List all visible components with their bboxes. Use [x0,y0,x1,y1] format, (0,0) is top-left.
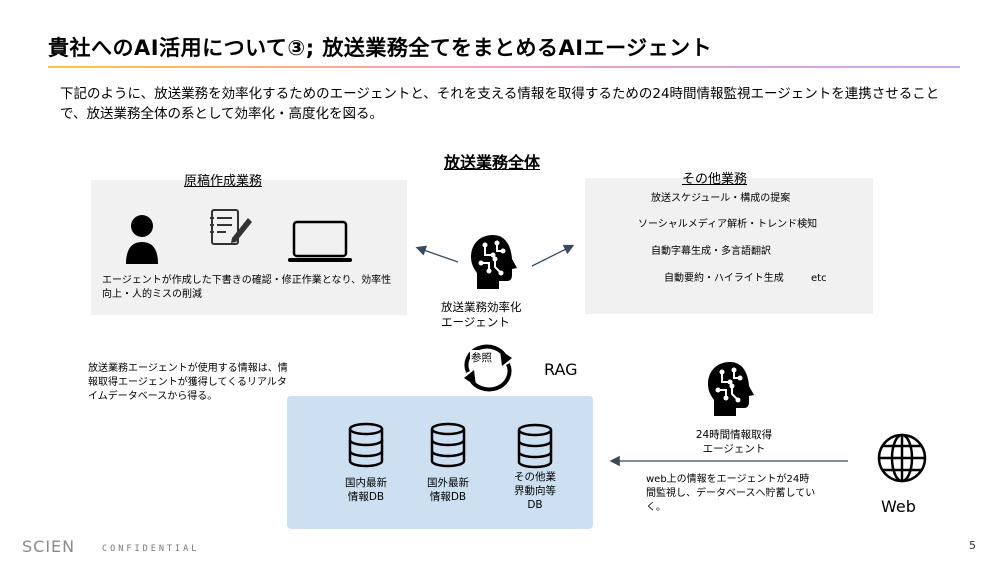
database-icon [348,422,384,468]
info-agent-label: エージェント [702,443,766,455]
database-label-domestic: 国内最新 情報DB [341,476,391,504]
other-task-item: ソーシャルメディア解析・トレンド検知 [638,219,818,230]
document-edit-icon [210,209,252,245]
intro-text: 下記のように、放送業務を効率化するためのエージェントと、それを支える情報を取得す… [60,86,940,122]
database-usage-note: 放送業務エージェントが使用する情報は、情報取得エージェントが獲得してくるリアルタ… [88,363,288,402]
database-label-line: 情報DB [429,491,467,503]
center-title: 放送業務全体 [444,153,541,172]
etc-label: etc [811,273,827,284]
info-agent-label: 24時間情報取得 [695,429,773,441]
reference-label: 参照 [470,350,493,365]
info-agent-note: web上の情報をエージェントが24時間監視し、データベースへ貯蓄していく。 [646,474,816,513]
title-divider [48,66,960,68]
page-number: 5 [969,539,976,552]
slide-title: 貴社へのAI活用について③; 放送業務全てをまとめるAIエージェント [48,36,713,60]
database-label-line: 情報DB [347,491,385,503]
other-task-item: 自動字幕生成・多言語翻訳 [651,246,771,257]
database-label-line: DB [527,499,543,511]
confidential-label: CONFIDENTIAL [102,544,200,554]
arrow-to-other-tasks [531,244,575,267]
person-icon [126,215,158,264]
efficiency-agent-label: 放送業務効率化 [441,300,522,314]
other-task-item: 放送スケジュール・構成の提案 [651,193,791,204]
ai-head-icon [471,235,517,289]
brand-logo: SCIEN [22,537,76,556]
database-icon [430,422,466,468]
other-task-item: 自動要約・ハイライト生成 [664,273,784,284]
arrow-to-drafting [415,245,459,263]
cycle-arrows-icon [464,344,512,392]
database-label-other: その他業 界動向等 DB [509,470,561,512]
ai-head-icon [708,362,754,416]
database-panel [287,396,593,529]
laptop-icon [288,220,352,262]
database-label-line: 界動向等 [514,485,556,497]
efficiency-agent-label: エージェント [441,315,510,329]
globe-icon [877,433,927,483]
database-label-line: その他業 [514,471,556,483]
database-label-overseas: 国外最新 情報DB [423,476,473,504]
other-tasks-panel [585,178,873,314]
drafting-description: エージェントが作成した下書きの確認・修正作業となり、効率性向上・人的ミスの削減 [102,275,392,300]
web-label: Web [881,497,916,516]
rag-label: RAG [544,360,578,379]
database-label-line: 国内最新 [345,477,387,489]
drafting-heading: 原稿作成業務 [184,174,263,189]
other-tasks-heading: その他業務 [682,172,748,187]
database-label-line: 国外最新 [427,477,469,489]
database-icon [517,423,553,469]
